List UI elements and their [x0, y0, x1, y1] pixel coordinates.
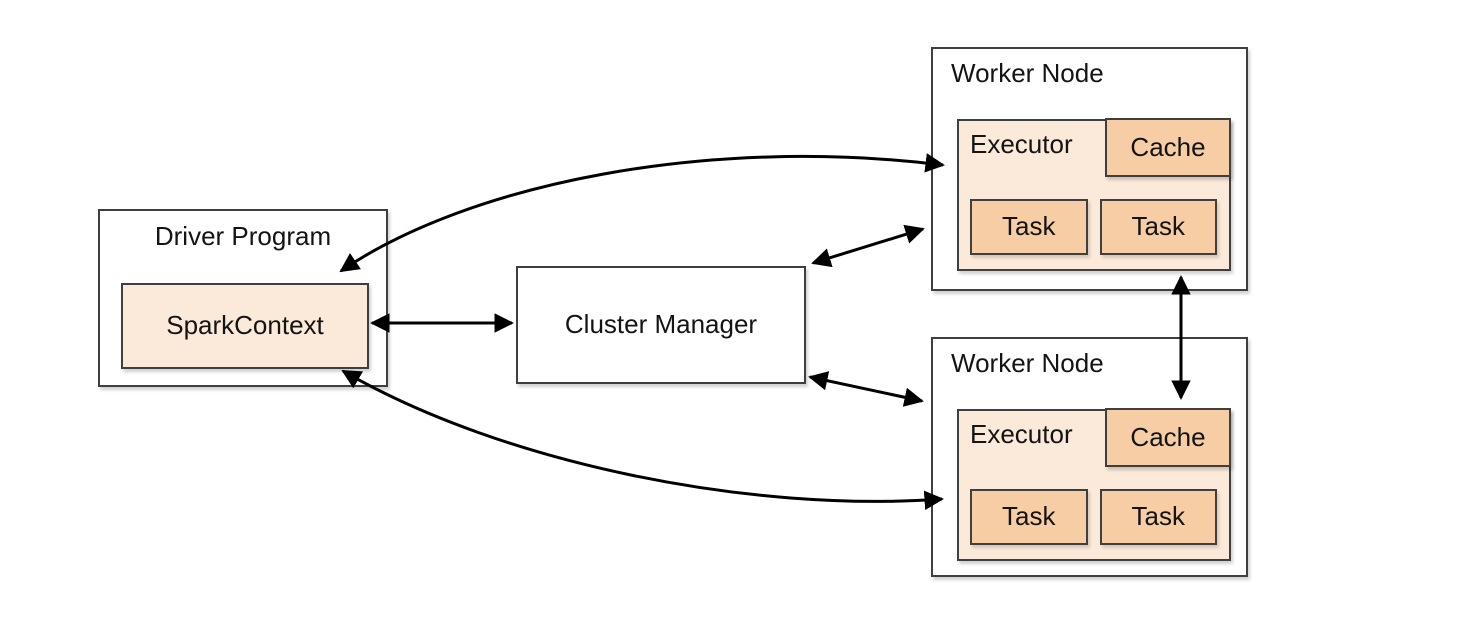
- worker-node-1-label: Worker Node: [951, 58, 1104, 88]
- task-label: Task: [1131, 501, 1185, 532]
- arrow-driver-executor1: [339, 153, 945, 273]
- task-row: Task Task: [970, 489, 1217, 545]
- arrow-driver-executor2: [341, 369, 944, 511]
- cache-2-label: Cache: [1130, 421, 1206, 452]
- cluster-manager-label: Cluster Manager: [564, 309, 758, 340]
- task-box: Task: [1099, 489, 1217, 545]
- executor-1-label: Executor: [970, 129, 1073, 159]
- task-label: Task: [1002, 211, 1056, 242]
- task-box: Task: [970, 489, 1088, 545]
- driver-program-box: Driver Program SparkContext: [98, 209, 388, 387]
- worker-node-1-box: Worker Node Executor Cache Task Task: [931, 47, 1248, 291]
- task-row: Task Task: [970, 199, 1217, 255]
- arrow-clustermanager-worker2: [808, 371, 924, 407]
- executor-1-box: Executor Cache Task Task: [957, 118, 1231, 271]
- task-box: Task: [1099, 199, 1217, 255]
- task-box: Task: [970, 199, 1088, 255]
- arrow-clustermanager-worker1: [811, 224, 925, 268]
- cache-1-box: Cache: [1105, 118, 1231, 177]
- executor-2-label: Executor: [970, 419, 1073, 449]
- cache-1-label: Cache: [1130, 131, 1206, 162]
- worker-node-2-label: Worker Node: [951, 348, 1104, 378]
- cluster-manager-box: Cluster Manager: [516, 266, 806, 384]
- cache-2-box: Cache: [1105, 408, 1231, 467]
- worker-node-2-box: Worker Node Executor Cache Task Task: [931, 337, 1248, 577]
- driver-program-label: Driver Program: [154, 221, 332, 251]
- executor-2-box: Executor Cache Task Task: [957, 408, 1231, 561]
- task-label: Task: [1131, 211, 1185, 242]
- spark-context-label: SparkContext: [166, 310, 324, 341]
- task-label: Task: [1002, 501, 1056, 532]
- spark-context-box: SparkContext: [121, 283, 369, 369]
